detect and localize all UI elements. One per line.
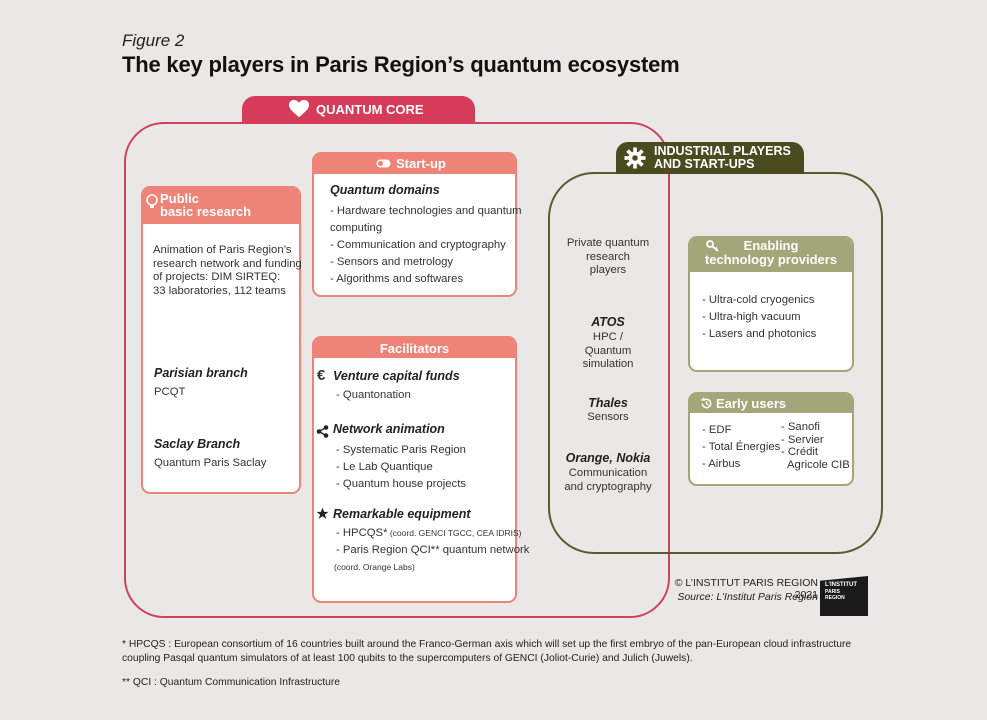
thales-desc: Sensors	[587, 411, 629, 423]
euro-icon: €	[317, 367, 326, 384]
atos-title: ATOS	[591, 315, 625, 329]
network-animation-list: - Systematic Paris Region - Le Lab Quant…	[336, 442, 466, 493]
thales-title: Thales	[588, 396, 628, 410]
orange-nokia-title: Orange, Nokia	[565, 451, 651, 465]
industrial-label-2: AND START-UPS	[654, 157, 755, 171]
quantum-core-frame	[124, 122, 670, 618]
star-icon	[316, 507, 329, 519]
saclay-branch-title: Saclay Branch	[154, 437, 241, 451]
startup-header: Start-up	[314, 154, 515, 174]
footnote-qci: ** QCI : Quantum Communication Infrastru…	[122, 677, 341, 688]
list-item: computing	[330, 222, 383, 234]
public-research-title-2: basic research	[160, 204, 252, 219]
list-item: - Crédit	[781, 446, 819, 458]
list-item: - Le Lab Quantique	[336, 461, 433, 473]
equipment-item-qci: - Paris Region QCI** quantum network	[336, 544, 530, 556]
facilitators-header: Facilitators	[314, 338, 515, 358]
orange-desc-line: Communication	[568, 467, 648, 479]
equipment-qci-coord: (coord. Orange Labs)	[334, 562, 415, 572]
footnote-hpcqs-2: coupling Pasqal quantum simulators of at…	[122, 653, 693, 664]
list-item: - Lasers and photonics	[702, 328, 817, 340]
list-item: Agricole CIB	[787, 458, 850, 471]
footnote-hpcqs-1: * HPCQS : European consortium of 16 coun…	[122, 639, 852, 650]
list-item: - EDF	[702, 424, 732, 436]
list-item: - Sanofi	[781, 421, 820, 433]
atos-desc-line: Quantum	[584, 344, 632, 357]
quantum-core-tab: QUANTUM CORE	[242, 96, 475, 122]
public-research-header: Public basic research	[143, 188, 299, 224]
private-players-line: Private quantum	[566, 237, 650, 249]
list-item: - Ultra-high vacuum	[702, 311, 801, 323]
enabling-providers-header: Enabling technology providers	[690, 238, 852, 272]
equipment-hpcqs-label: - HPCQS*	[336, 527, 388, 539]
enabling-title-2: technology providers	[704, 252, 838, 267]
startup-box: Start-up	[312, 152, 517, 297]
public-research-title-1: Public	[160, 191, 200, 206]
atos-desc-line: simulation	[582, 358, 634, 370]
toggle-icon	[376, 159, 391, 168]
network-animation-title: Network animation	[333, 422, 445, 436]
figure-label: Figure 2	[122, 31, 185, 50]
industrial-label-1: INDUSTRIAL PLAYERS	[654, 144, 791, 158]
quantum-domains-list: - Hardware technologies and quantum comp…	[330, 203, 522, 288]
page-title: The key players in Paris Region’s quantu…	[122, 52, 680, 77]
enabling-providers-box: Enabling technology providers	[688, 236, 854, 372]
institut-logo: L’INSTITUT PARIS REGION	[820, 576, 868, 616]
list-item: - Systematic Paris Region	[336, 444, 466, 456]
quantum-core-label: QUANTUM CORE	[316, 101, 424, 117]
list-item: - Algorithms and softwares	[330, 273, 464, 285]
early-users-title: Early users	[716, 396, 787, 411]
list-item: - Sensors and metrology	[330, 256, 454, 268]
desc-line: of projects: DIM SIRTEQ:	[153, 271, 281, 283]
early-users-header: Early users	[690, 394, 852, 413]
equipment-hpcqs-coord: (coord. GENCI TGCC, CEA IDRIS)	[387, 528, 522, 538]
logo-line: L’INSTITUT	[825, 582, 857, 588]
facilitators-box: Facilitators	[312, 336, 517, 603]
list-item: - Total Énergies	[702, 441, 781, 453]
startup-title: Start-up	[396, 156, 446, 171]
early-users-col1: - EDF - Total Énergies - Airbus	[702, 422, 780, 473]
parisian-branch-value: PCQT	[154, 386, 186, 398]
public-research-box: Public basic research	[141, 186, 301, 494]
public-research-desc: Animation of Paris Region’s research net…	[153, 244, 302, 298]
equipment-item-hpcqs: - HPCQS* (coord. GENCI TGCC, CEA IDRIS)	[336, 527, 521, 541]
heart-icon	[288, 99, 310, 118]
early-users-box: Early users	[688, 392, 854, 486]
desc-line: research network and funding	[153, 257, 302, 270]
industrial-tab: INDUSTRIAL PLAYERS AND START-UPS	[616, 142, 804, 174]
quantum-domains-title: Quantum domains	[330, 183, 440, 197]
remarkable-equipment-title: Remarkable equipment	[333, 507, 471, 521]
logo-line: PARIS	[825, 589, 840, 595]
venture-capital-title: Venture capital funds	[333, 369, 460, 383]
copyright: © L’INSTITUT PARIS REGION 2021	[674, 577, 818, 601]
list-item: - Communication and cryptography	[330, 239, 506, 251]
private-players-line: research	[586, 250, 630, 263]
venture-capital-item: - Quantonation	[336, 389, 411, 401]
atos-desc: HPC / Quantum simulation	[558, 331, 658, 372]
source: Source: L’Institut Paris Region	[677, 591, 818, 603]
early-users-col2: - Sanofi - Servier - Crédit Agricole CIB	[781, 421, 850, 471]
key-icon	[706, 240, 719, 252]
private-players-line: players	[589, 264, 627, 276]
logo-line: REGION	[825, 595, 845, 601]
desc-line: Animation of Paris Region’s	[153, 244, 292, 256]
orange-nokia-desc: Communication and cryptography	[548, 467, 668, 494]
atos-desc-line: HPC /	[592, 331, 624, 343]
orange-desc-line: and cryptography	[564, 480, 652, 493]
list-item: - Airbus	[702, 458, 741, 470]
enabling-list: - Ultra-cold cryogenics - Ultra-high vac…	[702, 292, 816, 343]
enabling-title-1: Enabling	[743, 238, 799, 253]
bulb-icon	[146, 194, 158, 208]
history-icon	[700, 397, 712, 409]
share-icon	[316, 425, 329, 438]
gear-icon	[624, 147, 646, 169]
saclay-branch-value: Quantum Paris Saclay	[154, 457, 267, 469]
desc-line: 33 laboratories, 112 teams	[153, 284, 286, 297]
list-item: - Hardware technologies and quantum	[330, 205, 522, 217]
list-item: - Servier	[781, 433, 824, 446]
private-players: Private quantum research players	[558, 237, 658, 278]
parisian-branch-title: Parisian branch	[154, 366, 248, 380]
list-item: - Ultra-cold cryogenics	[702, 294, 815, 306]
list-item: - Quantum house projects	[336, 478, 466, 490]
